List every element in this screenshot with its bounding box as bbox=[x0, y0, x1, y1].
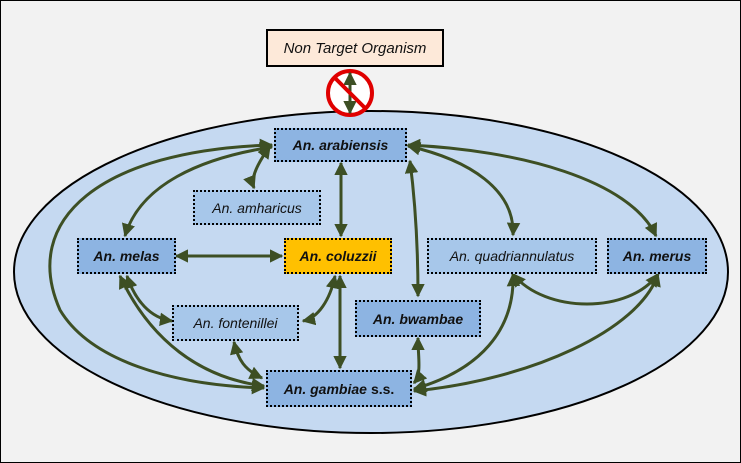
node-quadriannulatus: An. quadriannulatus bbox=[427, 238, 597, 274]
arrow-merus-gambiae bbox=[412, 272, 661, 397]
node-fontenillei: An. fontenillei bbox=[172, 305, 299, 341]
node-gambiae: An. gambiae s.s. bbox=[266, 370, 412, 407]
gene-flow-arrows bbox=[48, 68, 661, 397]
node-gambiae-suffix: s.s. bbox=[370, 380, 395, 397]
arrow-quadriannulatus-merus bbox=[511, 272, 660, 306]
arrow-arabiensis-melas bbox=[121, 142, 274, 238]
node-arabiensis: An. arabiensis bbox=[274, 128, 407, 162]
arrow-melas-gambiae bbox=[118, 274, 266, 392]
node-melas: An. melas bbox=[77, 238, 176, 274]
arrow-arabiensis-merus bbox=[406, 138, 658, 238]
node-coluzzii: An. coluzzii bbox=[284, 238, 392, 274]
no-transfer-icon bbox=[326, 69, 374, 117]
node-gambiae-name: An. gambiae bbox=[283, 380, 367, 397]
node-amharicus: An. amharicus bbox=[193, 190, 321, 225]
arrow-fontenillei-gambiae bbox=[230, 340, 264, 380]
node-non-target-organism: Non Target Organism bbox=[266, 29, 444, 67]
node-merus: An. merus bbox=[607, 238, 707, 274]
node-bwambae: An. bwambae bbox=[355, 300, 481, 337]
